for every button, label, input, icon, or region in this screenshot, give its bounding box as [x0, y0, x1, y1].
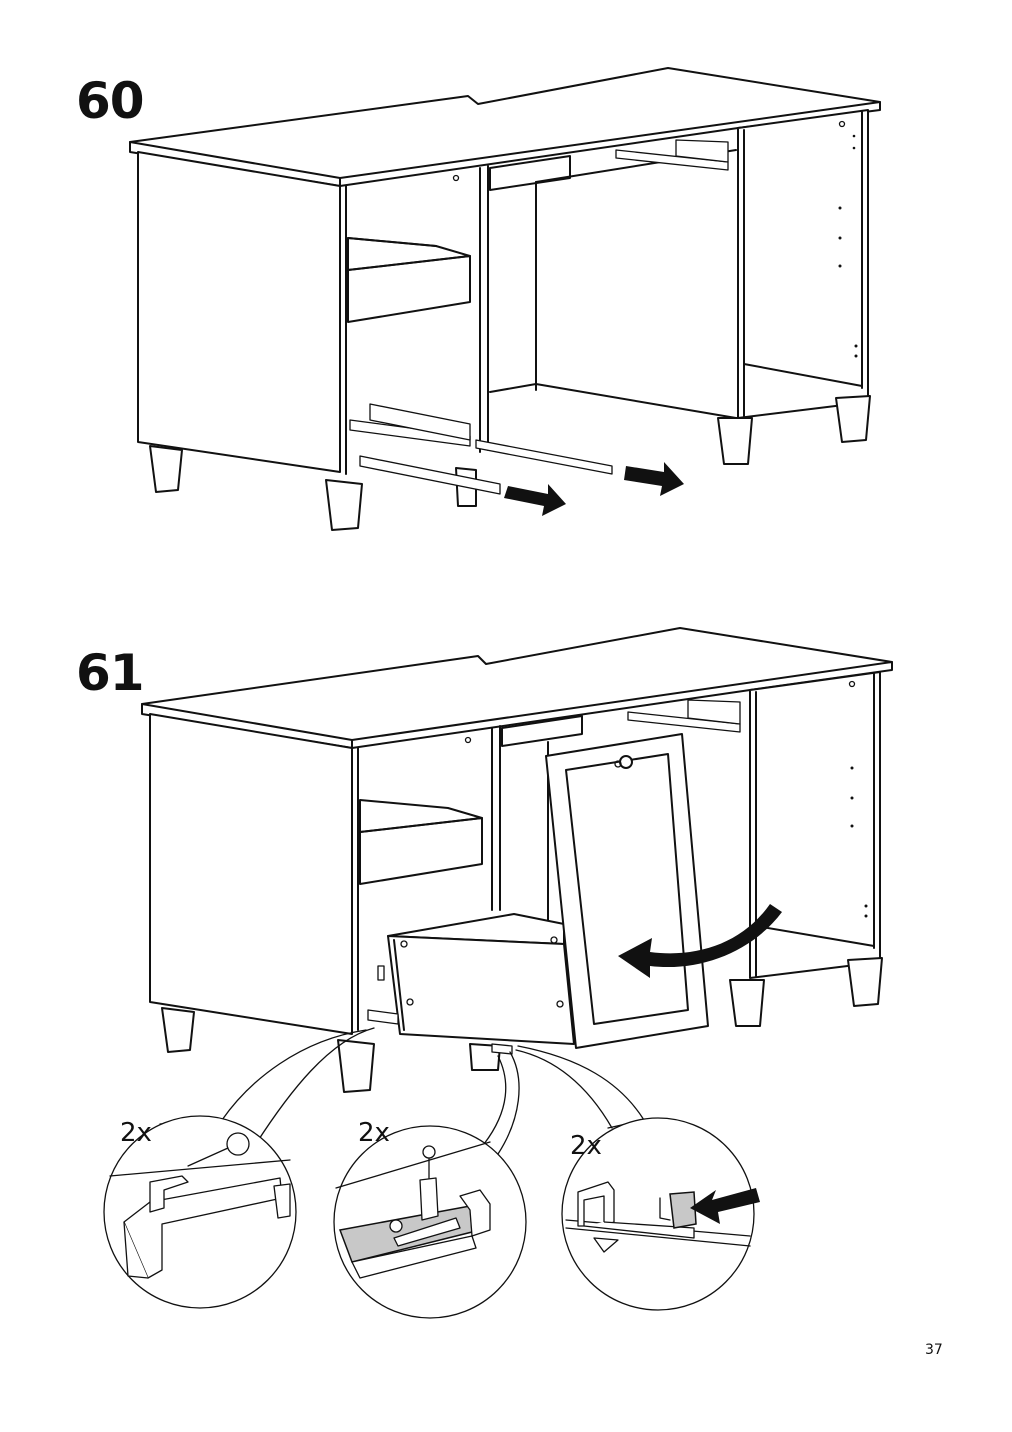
page-number: 37	[925, 1342, 943, 1358]
quantity-label: 2x	[358, 1118, 390, 1148]
curved-arrow-left-icon	[618, 904, 782, 978]
arrow-right-icon	[624, 462, 684, 496]
quantity-label: 2x	[120, 1118, 152, 1148]
step-61-illustration	[103, 627, 893, 1319]
arrow-right-icon	[504, 484, 566, 516]
step-number: 60	[76, 72, 145, 130]
step-60-illustration	[129, 67, 881, 531]
quantity-label: 2x	[570, 1131, 602, 1161]
arrow-left-icon	[690, 1188, 760, 1224]
step-number: 61	[76, 644, 145, 702]
